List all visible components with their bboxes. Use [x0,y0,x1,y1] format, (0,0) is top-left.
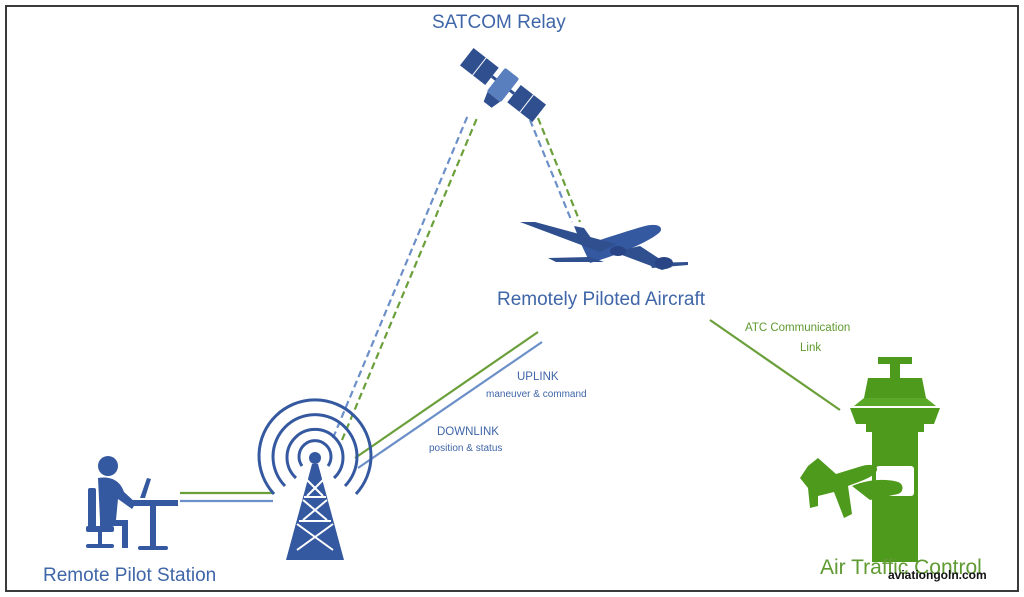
satcom-relay-label: SATCOM Relay [432,12,566,33]
pilot-station-label: Remote Pilot Station [43,565,217,586]
atc-link-label-line2: Link [800,342,822,354]
link-station-antenna [180,491,273,503]
pilot-at-desk-icon [86,456,178,550]
aircraft-label: Remotely Piloted Aircraft [497,289,706,310]
link-satellite-aircraft [528,117,582,223]
uplink-title: UPLINK [517,371,559,383]
atc-label: Air Traffic Control [820,556,982,579]
radio-tower-icon [257,398,373,560]
frame-border [5,5,1019,592]
control-tower-icon [800,357,940,562]
downlink-title: DOWNLINK [437,426,499,438]
watermark: aviationgoln.com [888,568,987,582]
link-aircraft-atc [709,319,841,411]
link-antenna-satellite [331,114,479,441]
link-antenna-aircraft [354,331,543,469]
uplink-detail: maneuver & command [486,389,587,400]
satellite-icon [459,48,547,122]
atc-link-label-line1: ATC Communication [745,322,851,334]
airplane-icon [520,222,688,270]
downlink-detail: position & status [429,443,503,454]
